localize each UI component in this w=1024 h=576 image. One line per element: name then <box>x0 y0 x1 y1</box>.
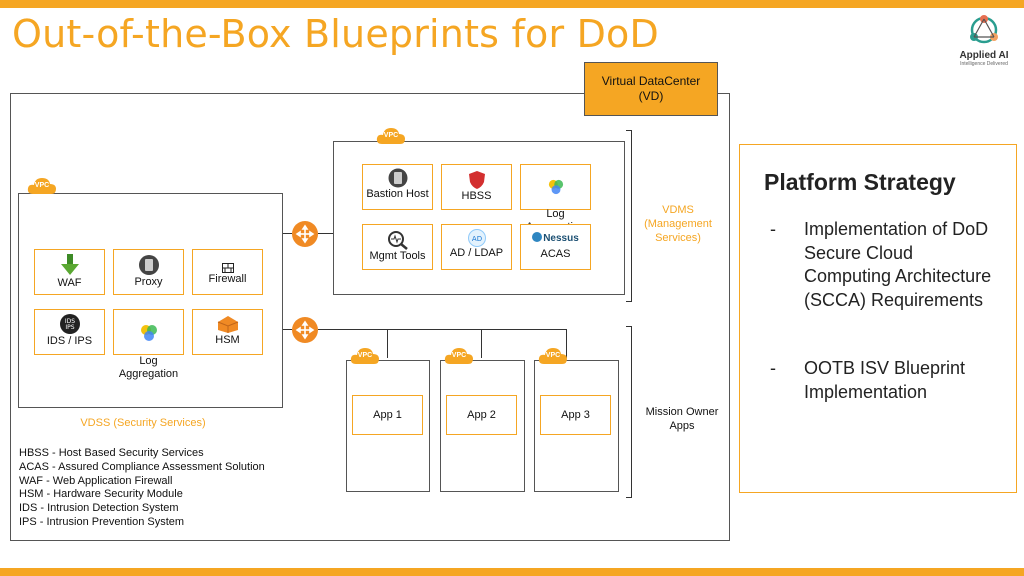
svg-text:IDS: IDS <box>64 318 74 325</box>
connector-line <box>387 329 388 358</box>
top-accent-bar <box>0 0 1024 8</box>
app-1-box: App 1 <box>352 395 423 435</box>
mission-owner-bracket <box>626 326 632 498</box>
legend-item: WAF - Web Application Firewall <box>19 474 173 487</box>
connector-line <box>318 329 567 330</box>
vpc-cloud-icon: VPC <box>27 176 57 196</box>
log-aggregation-icon <box>140 325 157 341</box>
legend-item: HSM - Hardware Security Module <box>19 488 183 501</box>
vpc-cloud-icon: VPC <box>350 346 380 366</box>
shield-icon <box>468 171 485 189</box>
vpc-label: VPC <box>34 182 50 189</box>
vdms-bracket <box>626 130 632 302</box>
applied-ai-logo: Applied AI Intelligence Delivered <box>948 14 1020 74</box>
vdss-firewall: Firewall <box>192 249 263 295</box>
legend-item: IPS - Intrusion Prevention System <box>19 515 185 528</box>
svg-text:IPS: IPS <box>65 324 74 331</box>
connector-line <box>283 329 292 330</box>
router-icon <box>292 221 318 247</box>
waf-icon <box>60 254 79 275</box>
ad-ldap-icon: AD <box>467 229 486 247</box>
bastion-host-icon <box>388 168 407 188</box>
vdss-proxy: Proxy <box>113 249 184 295</box>
vdms-bastion-host-label: Bastion Host <box>366 188 429 200</box>
vdss-frame <box>18 193 283 408</box>
vpc-label: VPC <box>383 132 399 139</box>
vdss-waf: WAF <box>34 249 105 295</box>
vdms-mgmt-tools-label: Mgmt Tools <box>369 250 426 262</box>
vpc-label: VPC <box>357 352 373 359</box>
vpc-cloud-icon: VPC <box>376 126 406 146</box>
log-aggregation-icon <box>548 179 563 195</box>
vpc-cloud-icon: VPC <box>444 346 474 366</box>
bullet-dash: - <box>770 219 776 239</box>
vpc-label: VPC <box>451 352 467 359</box>
vdss-waf-label: WAF <box>57 277 82 289</box>
vdss-log-aggregation-label: Log Aggregation <box>118 355 179 380</box>
bottom-accent-bar <box>0 568 1024 576</box>
nessus-icon: Nessus <box>521 232 590 248</box>
vdss-firewall-label: Firewall <box>208 273 247 285</box>
platform-strategy-title: Platform Strategy <box>764 169 956 195</box>
vdss-proxy-label: Proxy <box>134 276 163 288</box>
strategy-bullet-text: Implementation of DoD Secure Cloud Compu… <box>804 219 992 310</box>
logo-brand: Applied AI <box>959 50 1009 61</box>
logo-mark-icon <box>970 15 998 44</box>
vdss-hsm: HSM <box>192 309 263 355</box>
vdms-acas-label: ACAS <box>540 248 571 260</box>
svg-text:AD: AD <box>471 235 481 243</box>
vdms-ad-ldap: AD AD / LDAP <box>441 224 512 270</box>
vdss-label: VDSS (Security Services) <box>80 417 206 429</box>
connector-line <box>481 329 482 358</box>
connector-line <box>283 233 292 234</box>
platform-strategy-panel: Platform Strategy - Implementation of Do… <box>739 144 1017 493</box>
connector-line <box>318 233 333 234</box>
bullet-dash: - <box>770 358 776 378</box>
logo-tagline: Intelligence Delivered <box>960 61 1008 67</box>
connector-line <box>566 329 567 358</box>
firewall-icon <box>221 263 234 273</box>
vdms-mgmt-tools: Mgmt Tools <box>362 224 433 270</box>
mission-owner-label: Mission Owner Apps <box>645 406 719 432</box>
vdss-hsm-label: HSM <box>215 334 240 346</box>
mgmt-tools-icon <box>387 231 408 250</box>
vdms-label: VDMS (Management Services) <box>644 204 712 244</box>
vdms-acas: Nessus ACAS <box>520 224 591 270</box>
legend-item: IDS - Intrusion Detection System <box>19 502 179 515</box>
nessus-icon-text: Nessus <box>543 233 579 244</box>
vdms-hbss-label: HBSS <box>461 190 492 202</box>
legend-item: HBSS - Host Based Security Services <box>19 447 204 459</box>
vdms-ad-ldap-label: AD / LDAP <box>449 247 504 259</box>
app-3-box: App 3 <box>540 395 611 435</box>
router-icon <box>292 317 318 343</box>
vpc-cloud-icon: VPC <box>538 346 568 366</box>
vdms-log-aggregation: Log Aggregation <box>520 164 591 233</box>
vpc-label: VPC <box>545 352 561 359</box>
page-title: Out-of-the-Box Blueprints for DoD <box>12 12 659 56</box>
vdss-ids-ips-label: IDS / IPS <box>46 335 93 347</box>
acronym-legend: HBSS - Host Based Security Services ACAS… <box>19 447 265 530</box>
vdss-log-aggregation: Log Aggregation <box>113 309 184 380</box>
vdms-bastion-host: Bastion Host <box>362 164 433 210</box>
proxy-icon <box>138 255 159 275</box>
virtual-datacenter-label: Virtual DataCenter (VD) <box>584 62 718 116</box>
legend-item: ACAS - Assured Compliance Assessment Sol… <box>19 460 265 473</box>
app-2-box: App 2 <box>446 395 517 435</box>
strategy-bullet-text: OOTB ISV Blueprint Implementation <box>804 358 966 402</box>
hsm-icon <box>217 316 238 333</box>
vdms-hbss: HBSS <box>441 164 512 210</box>
